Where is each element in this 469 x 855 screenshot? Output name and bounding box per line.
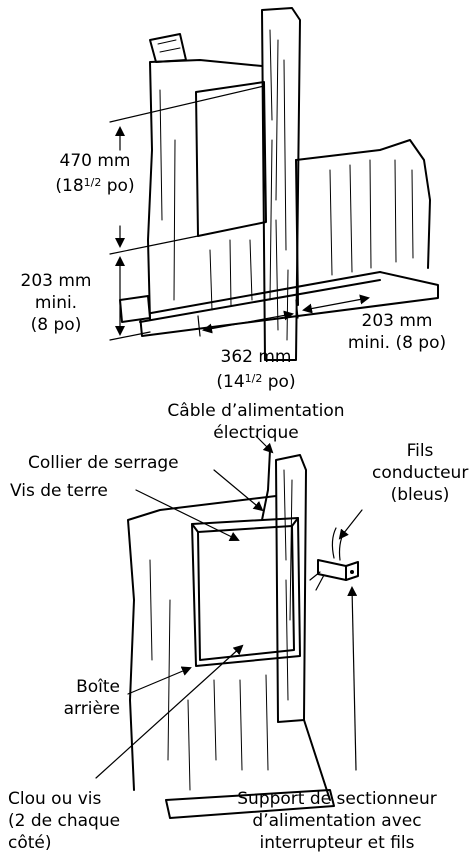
leader-leads — [338, 509, 363, 540]
label-width-in: (141/2 po) — [216, 372, 296, 392]
leader-clamp — [213, 469, 264, 512]
dim-arrow-width — [202, 310, 294, 334]
wall-panel-left — [147, 59, 263, 321]
label-back-box: Boîte arrière — [63, 677, 120, 719]
label-width: 362 mm (141/2 po) — [196, 346, 316, 393]
wall-panel-right — [295, 139, 431, 269]
wall-framing-figure — [109, 7, 439, 361]
leader-bracket — [347, 586, 358, 771]
back-box-figure — [95, 435, 363, 819]
power-cable — [261, 449, 271, 521]
label-floor-min: mini. — [34, 293, 78, 313]
left-stud — [149, 33, 187, 63]
label-side-min: mini. (8 po) — [347, 333, 447, 353]
label-floor-in: (8 po) — [30, 315, 82, 335]
fireplace-opening — [195, 81, 267, 237]
label-floor-clearance: 203 mm mini. (8 po) — [0, 270, 112, 336]
leader-ground-screw — [135, 489, 240, 541]
dim-arrow-side — [302, 294, 370, 314]
label-ground-screw: Vis de terre — [10, 481, 108, 501]
label-height-mm: 470 mm — [59, 151, 131, 171]
floor-plate — [139, 271, 439, 337]
disconnect-bracket — [317, 559, 347, 581]
label-height-in: (181/2 po) — [55, 176, 135, 196]
side-stud — [275, 454, 307, 723]
tall-stud — [261, 7, 301, 361]
leader-back-box — [127, 666, 192, 695]
label-clamp: Collier de serrage — [28, 453, 179, 473]
label-width-mm: 362 mm — [220, 347, 292, 367]
label-side-clearance: 203 mm mini. (8 po) — [330, 310, 464, 354]
leader-power-cable — [255, 435, 274, 454]
label-nail: Clou ou vis (2 de chaque côté) — [8, 789, 121, 853]
leader-nail — [95, 644, 244, 779]
label-side-mm: 203 mm — [361, 311, 433, 331]
bottom-wall-panel — [127, 495, 277, 791]
label-floor-mm: 203 mm — [20, 271, 92, 291]
label-power-cable: Câble d’alimentation électrique — [167, 401, 345, 443]
label-bracket: Support de sectionneur d’alimentation av… — [237, 789, 437, 853]
label-height: 470 mm (181/2 po) — [40, 150, 150, 197]
bottom-floor-plate — [165, 789, 335, 819]
label-leads: Fils conducteurs (bleus) — [372, 441, 469, 505]
